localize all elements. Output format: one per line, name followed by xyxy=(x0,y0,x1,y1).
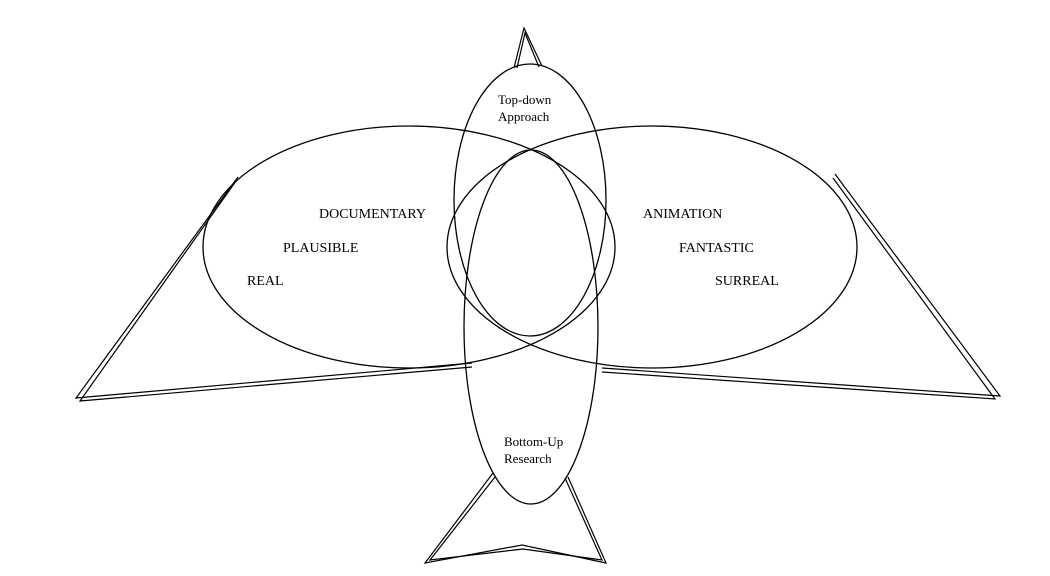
tail-shape xyxy=(423,472,608,564)
top-ellipse xyxy=(453,63,607,337)
fantastic-label: FANTASTIC xyxy=(679,241,754,256)
left-ellipse xyxy=(202,125,616,369)
bottom-label-line1: Bottom-Up xyxy=(504,434,563,449)
plausible-label: PLAUSIBLE xyxy=(283,241,358,256)
beak-shape xyxy=(513,26,543,69)
right-wing-shape xyxy=(601,173,1002,400)
animation-label: ANIMATION xyxy=(643,207,722,222)
top-label-line1: Top-down xyxy=(498,92,552,107)
surreal-label: SURREAL xyxy=(715,274,779,289)
documentary-label: DOCUMENTARY xyxy=(319,207,426,222)
top-label-line2: Approach xyxy=(498,109,550,124)
left-wing-shape xyxy=(74,176,473,402)
real-label: REAL xyxy=(247,274,284,289)
bottom-label-line2: Research xyxy=(504,451,552,466)
right-ellipse xyxy=(446,125,858,369)
bottom-ellipse xyxy=(463,149,599,505)
